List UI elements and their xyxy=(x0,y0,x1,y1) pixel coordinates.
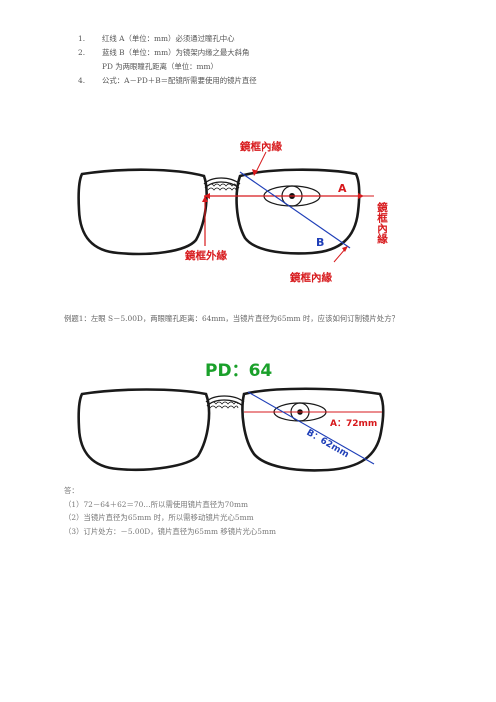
iris xyxy=(290,402,310,422)
answer-line: （1）72－64＋62＝70…所以需使用镜片直径为70mm xyxy=(64,499,248,509)
top-inner-pointer-arrow xyxy=(252,169,258,176)
list-text: 公式：A－PD＋B＝配镜所需要使用的镜片直径 xyxy=(102,76,257,85)
glasses-diagram-1: 鏡框內緣 A B 鏡框外緣 鏡框內緣 鏡框內緣 xyxy=(77,140,388,284)
list-item: 2. 蓝线 B（单位：mm）为镜架内缘之最大斜角 xyxy=(78,46,438,60)
label-right-inner: 鏡框內緣 xyxy=(376,201,388,245)
label-bottom-inner: 鏡框內緣 xyxy=(290,271,332,284)
answers-block: 答： （1）72－64＋62＝70…所以需使用镜片直径为70mm （2）当镜片直… xyxy=(64,484,434,538)
right-lens-frame xyxy=(241,387,385,472)
label-a: A xyxy=(338,182,347,195)
line-a-arrow-left xyxy=(204,193,210,199)
list-number: 1. xyxy=(78,34,86,43)
label-a: A：72mm xyxy=(330,419,377,429)
left-lens-frame xyxy=(77,388,211,472)
top-inner-pointer xyxy=(255,151,267,173)
right-lens-frame xyxy=(235,168,361,255)
list-text: 红线 A（单位：mm）必须通过瞳孔中心 xyxy=(102,34,235,43)
answer-line: （2）当镜片直径为65mm 时，所以需移动镜片光心5mm xyxy=(64,513,254,522)
example-question: 例题1：左眼 S－5.00D，两眼瞳孔距离：64mm，当镜片直径为65mm 时，… xyxy=(64,314,399,323)
eye-outline xyxy=(263,185,321,207)
bottom-inner-pointer-arrow xyxy=(342,246,348,252)
bottom-inner-pointer xyxy=(333,247,347,263)
list-item: 1. 红线 A（单位：mm）必须通过瞳孔中心 xyxy=(78,32,438,46)
nose-pads xyxy=(207,183,237,191)
answers-heading: 答： xyxy=(64,486,79,495)
list-text: PD 为两眼瞳孔距离（单位：mm） xyxy=(102,62,218,71)
glasses-diagram-2: PD：64 A：72mm B：62mm xyxy=(77,361,385,472)
label-b: B：62mm xyxy=(305,428,351,460)
list-number: 4. xyxy=(78,76,86,85)
eye-outline xyxy=(273,402,327,422)
list-text: 蓝线 B（单位：mm）为镜架内缘之最大斜角 xyxy=(102,48,250,57)
label-top-inner: 鏡框內緣 xyxy=(240,140,282,153)
bridge xyxy=(205,395,245,407)
line-a-arrow-right xyxy=(358,193,364,199)
outer-edge-pointer-arrow xyxy=(202,196,208,202)
label-b: B xyxy=(316,236,324,249)
notes-list: 1. 红线 A（单位：mm）必须通过瞳孔中心 2. 蓝线 B（单位：mm）为镜架… xyxy=(78,32,438,88)
pupil xyxy=(297,409,303,415)
line-b xyxy=(239,171,351,249)
line-b xyxy=(247,391,375,465)
list-item: PD 为两眼瞳孔距离（单位：mm） xyxy=(78,60,438,74)
list-item: 4. 公式：A－PD＋B＝配镜所需要使用的镜片直径 xyxy=(78,74,438,88)
left-lens-frame xyxy=(77,168,208,256)
label-outer-edge: 鏡框外緣 xyxy=(185,249,227,262)
bridge xyxy=(203,177,241,189)
nose-pads xyxy=(209,401,239,409)
pd-label: PD：64 xyxy=(205,361,272,381)
list-number: 2. xyxy=(78,48,86,57)
pupil xyxy=(289,193,295,199)
answer-line: （3）订片处方：－5.00D，镜片直径为65mm 移镜片光心5mm xyxy=(64,526,276,536)
iris xyxy=(281,185,303,207)
